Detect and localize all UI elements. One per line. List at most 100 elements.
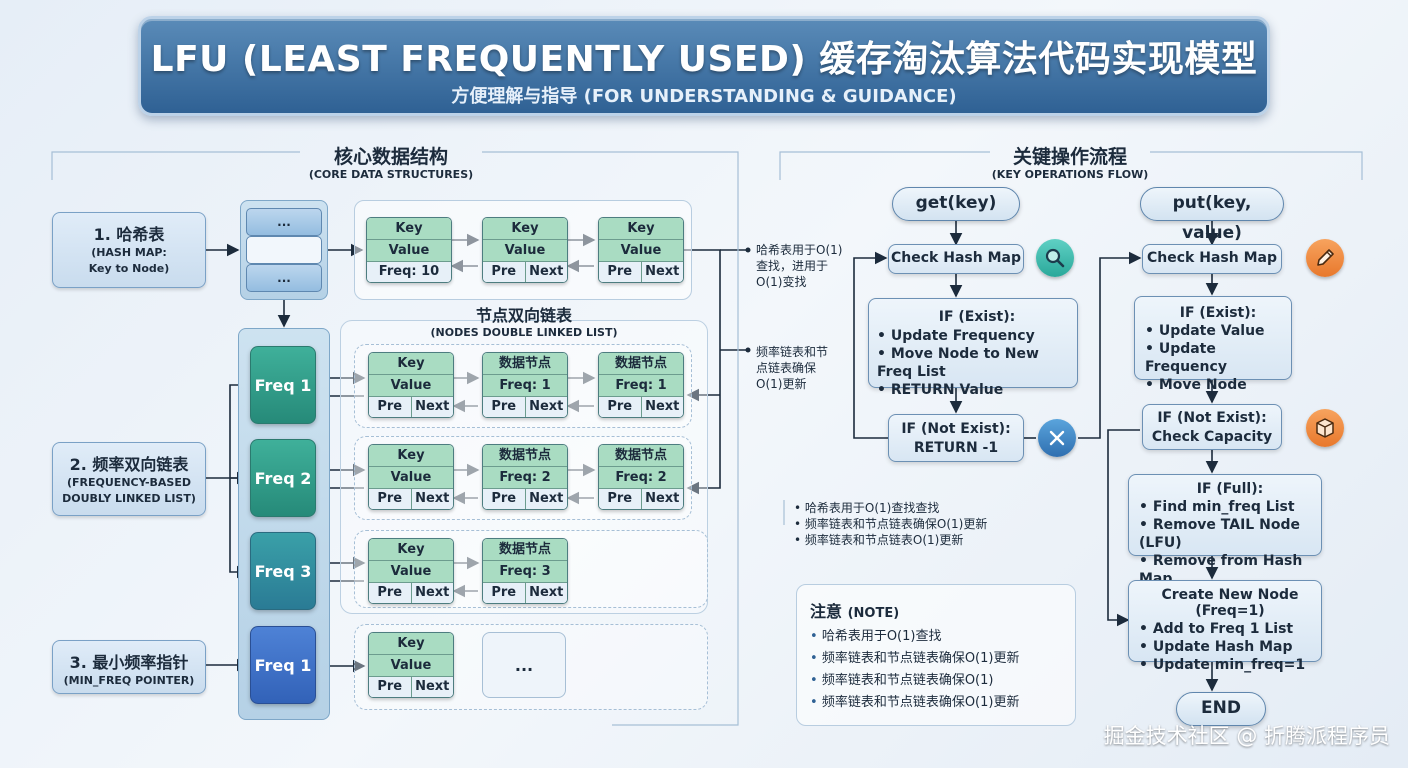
node-pre: Pre [607,399,633,414]
get-notexist-line1: IF (Not Exist): [901,421,1011,437]
put-exist-item-text: Update Value [1158,323,1265,339]
put-exist-box: IF (Exist): • Update Value • Update Freq… [1134,296,1292,393]
node-pre: Pre [491,585,517,600]
hash-slot [246,236,322,264]
node-value: Value [367,240,451,262]
core-section-subtitle: (CORE DATA STRUCTURES) [308,168,474,181]
get-exist-item-text: Move Node to New Freq List [877,346,1039,380]
put-full-box: IF (Full): • Find min_freq List • Remove… [1128,474,1322,587]
hash-slot: ... [246,208,322,236]
put-notexist-line2: Check Capacity [1151,429,1273,445]
label-hash-map: 1. 哈希表 (HASH MAP: Key to Node) [52,212,206,288]
get-exist-item-text: Update Frequency [890,328,1035,344]
nodes-list-title: 节点双向链表 [475,306,572,325]
put-create-item: • Update Hash Map [1139,639,1293,655]
get-exist-item: • Move Node to New Freq List [877,346,1039,380]
put-notexist-line1: IF (Not Exist): [1157,410,1267,426]
put-full-item: • Remove TAIL Node (LFU) [1139,517,1300,551]
nodes-list-subtitle: (NODES DOUBLE LINKED LIST) [430,326,618,339]
freq-box-3: Freq 3 [250,532,316,610]
hash-side-note-line: 查找，进用于 [756,259,829,273]
node-pre: Pre [377,491,403,506]
get-pill: get(key) [892,187,1020,221]
node-title: 数据节点 [483,539,567,561]
node-pre: Pre [377,679,403,694]
node-next: Next [524,397,568,417]
get-check-hash-map: Check Hash Map [888,244,1024,274]
note-box [796,584,1076,726]
node-next: Next [524,262,568,282]
hash-node: Key Value Pre Next [598,217,684,283]
label-freq-list: 2. 频率双向链表 (FREQUENCY-BASED DOUBLY LINKED… [52,442,206,516]
node-value: Value [369,467,453,489]
node-key: Key [367,218,451,240]
page-title: LFU (LEAST FREQUENTLY USED) 缓存淘汰算法代码实现模型 [150,39,1258,80]
put-full-item: • Find min_freq List [1139,499,1295,515]
node-next: Next [640,397,684,417]
title-banner [138,16,1270,116]
hash-side-note-line: 哈希表用于O(1) [756,243,843,257]
label-hash-map-line2: (HASH MAP: [91,246,167,259]
node-freq: Freq: 1 [599,375,683,397]
page-subtitle: 方便理解与指导 (FOR UNDERSTANDING & GUIDANCE) [451,86,957,107]
node-value: Value [369,561,453,583]
note-item-text: 频率链表和节点链表确保O(1) [821,673,994,688]
node-value: Value [369,375,453,397]
get-notexist-line2: RETURN -1 [913,440,999,456]
close-icon [1038,419,1076,457]
put-create-title: Create New Node (Freq=1) [1161,587,1299,619]
ops-section-title: 关键操作流程 [1012,146,1127,168]
node-title: 数据节点 [599,445,683,467]
list-side-note-line: O(1)更新 [756,377,807,391]
label-freq-list-title: 2. 频率双向链表 [69,455,189,474]
node-next: Next [640,262,684,282]
node-key: Key [599,218,683,240]
core-section-title: 核心数据结构 [333,146,448,168]
node-freq: Freq: 2 [483,467,567,489]
put-exist-item: • Update Value [1145,323,1265,339]
node-next: Next [410,677,454,697]
node-value: Value [599,240,683,262]
node-title: 数据节点 [483,353,567,375]
note-title-cn: 注意 [810,602,843,621]
node-next: Next [524,489,568,509]
note-item: • 频率链表和节点链表确保O(1) [810,673,994,688]
put-pill: put(key, value) [1140,187,1284,243]
node-next: Next [410,397,454,417]
node-freq: Freq: 2 [599,467,683,489]
put-full-title: IF (Full): [1196,481,1264,497]
hash-side-note-line: O(1)变找 [756,275,807,289]
put-exist-item: • Update Frequency [1145,341,1227,375]
node-next: Next [410,583,454,603]
search-icon [1036,239,1074,277]
put-check-hash-map: Check Hash Map [1142,244,1282,274]
node-value: Value [483,240,567,262]
note-title-en: (NOTE) [847,606,900,621]
label-min-freq-line2: (MIN_FREQ POINTER) [63,674,195,687]
mid-bullet-list: • 哈希表用于O(1)查找查找 • 频率链表和节点链表确保O(1)更新 • 频率… [794,500,1024,548]
label-freq-list-line2: (FREQUENCY-BASED [67,476,191,489]
label-min-freq-title: 3. 最小频率指针 [69,653,189,672]
mid-bullet-text: 频率链表和节点链表确保O(1)更新 [804,517,988,531]
node-pre: Pre [377,399,403,414]
mid-bullet-item: • 频率链表和节点链表O(1)更新 [794,533,964,547]
get-exist-box: IF (Exist): • Update Frequency • Move No… [868,298,1078,398]
node-pre: Pre [607,264,633,279]
freq-box-1: Freq 1 [250,346,316,424]
node-next: Next [640,489,684,509]
label-freq-list-line3: DOUBLY LINKED LIST) [62,492,196,505]
list-side-note-line: 频率链表和节 [756,345,829,359]
node-pre: Pre [491,399,517,414]
watermark: 掘金技术社区 @ 折腾派程序员 [1103,724,1390,748]
note-item-text: 频率链表和节点链表确保O(1)更新 [821,651,1020,666]
freq-box-min: Freq 1 [250,626,316,704]
put-create-box: Create New Node (Freq=1) • Add to Freq 1… [1128,580,1322,673]
